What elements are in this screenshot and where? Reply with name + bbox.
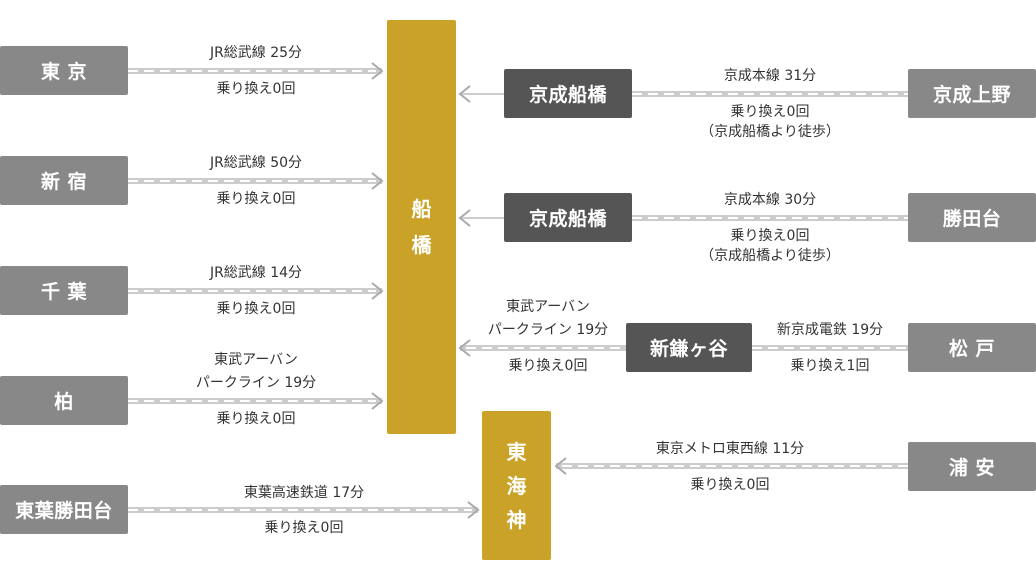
station-keisei-ueno: 京成上野 xyxy=(908,69,1036,118)
line-higashi-habu xyxy=(128,501,479,519)
line-tokyo xyxy=(128,62,383,80)
hub-toyocho-char-3: 神 xyxy=(506,507,527,532)
route-label-matsudo-transfer: 乗り換え1回 xyxy=(790,358,870,374)
station-matsudo: 松 戸 xyxy=(908,323,1036,372)
line-shinjuku xyxy=(128,172,383,190)
line-chiba xyxy=(128,282,383,300)
route-label-katsutadai-note: （京成船橋より徒歩） xyxy=(700,248,840,264)
route-label-urayasu-line: 東京メトロ東西線 11分 xyxy=(655,441,805,457)
station-katsutadai: 勝田台 xyxy=(908,193,1036,242)
line-keisei-funabashi-2-to-hub xyxy=(459,209,504,227)
route-label-chiba-transfer: 乗り換え0回 xyxy=(216,301,296,317)
route-label-tokyo-line: JR総武線 25分 xyxy=(209,45,303,61)
route-label-tokyo-transfer: 乗り換え0回 xyxy=(216,81,296,97)
hub-funabashi-char-1: 船 xyxy=(411,197,432,221)
station-keisei-funabashi-2: 京成船橋 xyxy=(504,193,632,242)
route-label-kashiwa-line-2: パークライン 19分 xyxy=(195,375,317,391)
route-label-chiba-line: JR総武線 14分 xyxy=(209,265,303,281)
station-higashi-habu: 東葉勝田台 xyxy=(0,485,128,534)
route-label-keisei-ueno-note: （京成船橋より徒歩） xyxy=(700,124,840,140)
line-urayasu xyxy=(555,457,908,475)
station-chiba: 千 葉 xyxy=(0,266,128,315)
route-label-urayasu-transfer: 乗り換え0回 xyxy=(690,477,770,493)
station-kashiwa: 柏 xyxy=(0,376,128,425)
station-urayasu: 浦 安 xyxy=(908,442,1036,491)
route-label-kashiwa-transfer: 乗り換え0回 xyxy=(216,411,296,427)
hub-toyocho-char-2: 海 xyxy=(506,473,527,498)
station-keisei-funabashi-1: 京成船橋 xyxy=(504,69,632,118)
line-keisei-funabashi-1-to-hub xyxy=(459,85,504,103)
hub-funabashi: 船 橋 xyxy=(387,20,456,434)
hub-funabashi-char-2: 橋 xyxy=(411,233,432,257)
route-label-katsutadai-line: 京成本線 30分 xyxy=(723,192,817,208)
route-label-shin-kamagaya-line-2: パークライン 19分 xyxy=(487,322,609,338)
route-label-kashiwa-line-1: 東武アーバン xyxy=(214,352,298,368)
route-label-keisei-ueno-transfer: 乗り換え0回 xyxy=(730,104,810,120)
hub-toyocho: 東 海 神 xyxy=(482,411,551,560)
line-kashiwa xyxy=(128,392,383,410)
route-label-shin-kamagaya-transfer: 乗り換え0回 xyxy=(508,358,588,374)
line-shin-kamagaya xyxy=(459,339,626,357)
route-label-higashi-habu-line: 東葉高速鉄道 17分 xyxy=(243,485,365,501)
route-label-higashi-habu-transfer: 乗り換え0回 xyxy=(264,520,344,536)
hub-toyocho-char-1: 東 xyxy=(506,439,527,464)
station-shinjuku: 新 宿 xyxy=(0,156,128,205)
station-shin-kamagaya: 新鎌ヶ谷 xyxy=(626,323,752,372)
route-label-shin-kamagaya-line-1: 東武アーバン xyxy=(506,299,590,315)
route-label-katsutadai-transfer: 乗り換え0回 xyxy=(730,228,810,244)
route-label-shinjuku-transfer: 乗り換え0回 xyxy=(216,191,296,207)
station-tokyo: 東 京 xyxy=(0,46,128,95)
route-label-keisei-ueno-line: 京成本線 31分 xyxy=(723,68,817,84)
route-label-matsudo-line: 新京成電鉄 19分 xyxy=(776,322,884,338)
route-label-shinjuku-line: JR総武線 50分 xyxy=(209,155,303,171)
